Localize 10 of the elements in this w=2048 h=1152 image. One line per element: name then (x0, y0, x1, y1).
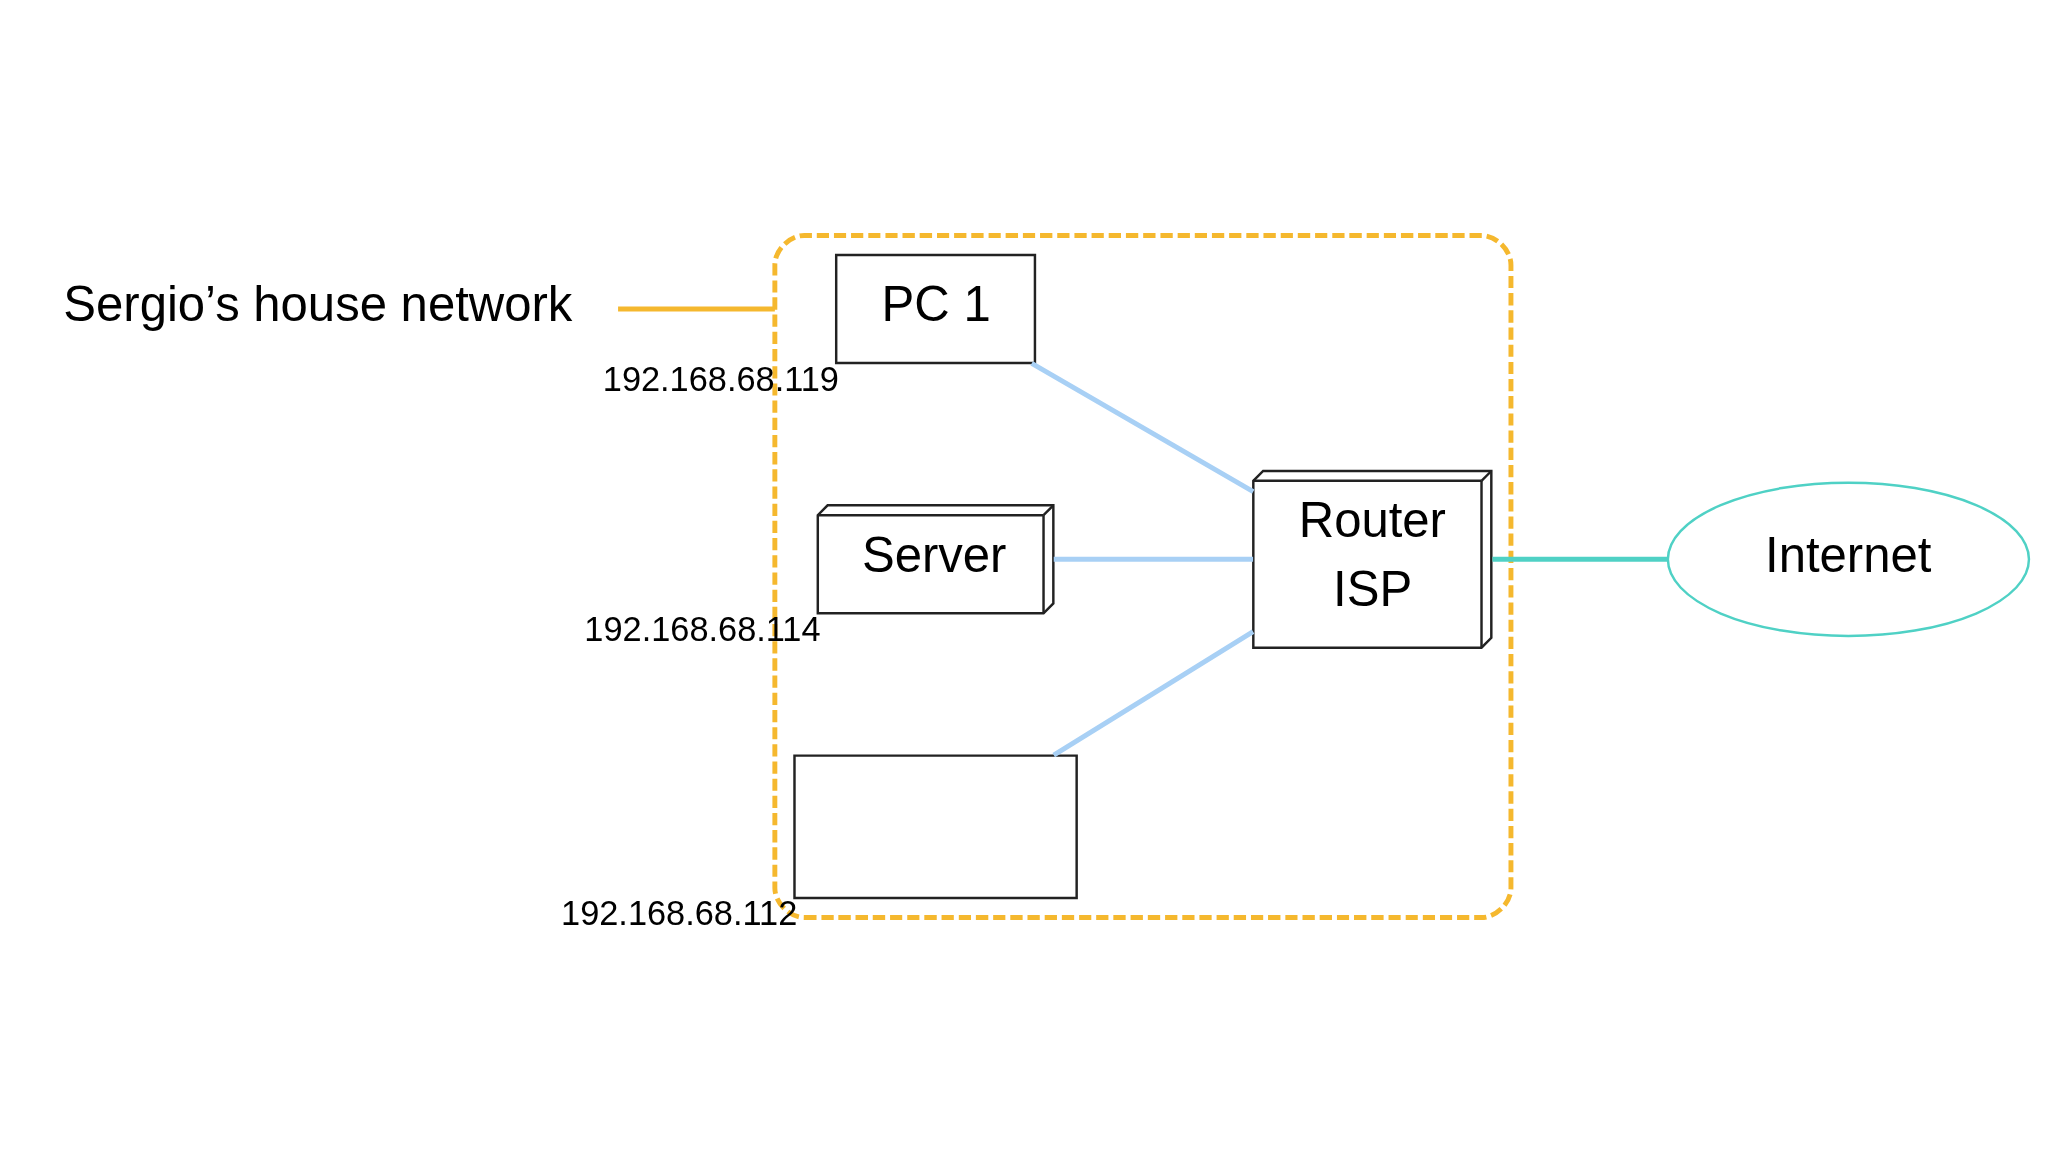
connector (1053, 556, 1254, 562)
node-text: Sergio’s house network (63, 276, 573, 331)
node-ellipse: Internet (1666, 480, 2031, 637)
node-label: 192.168.68.112 (561, 893, 798, 932)
connector (1030, 360, 1255, 494)
connector (618, 306, 775, 311)
connector (1492, 556, 1668, 562)
node-box (793, 753, 1078, 899)
connector (1052, 629, 1255, 757)
node-box: PC 1 (834, 253, 1037, 364)
